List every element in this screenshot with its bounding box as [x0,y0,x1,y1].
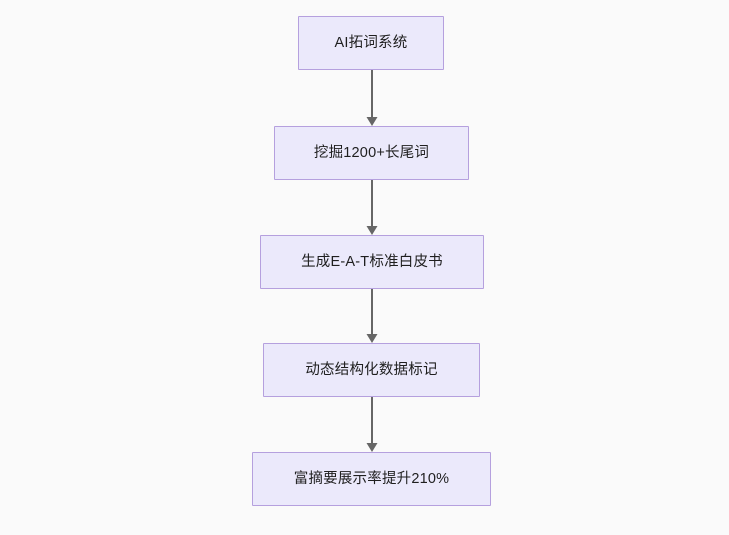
flow-node-n5[interactable]: 富摘要展示率提升210% [252,452,491,506]
flow-node-n2[interactable]: 挖掘1200+长尾词 [274,126,469,180]
flow-node-n4[interactable]: 动态结构化数据标记 [263,343,480,397]
flow-edge-n3-n4 [360,289,384,343]
flow-node-n3[interactable]: 生成E-A-T标准白皮书 [260,235,484,289]
flow-node-label: 动态结构化数据标记 [305,361,438,378]
flow-node-label: 富摘要展示率提升210% [293,470,450,487]
flow-node-label: 挖掘1200+长尾词 [313,144,430,161]
flow-node-label: 生成E-A-T标准白皮书 [301,253,443,270]
flow-edge-n1-n2 [360,70,384,126]
flow-edge-n4-n5 [360,397,384,452]
flow-node-n1[interactable]: AI拓词系统 [298,16,444,70]
flow-node-label: AI拓词系统 [334,34,408,51]
flow-edge-n2-n3 [360,180,384,235]
